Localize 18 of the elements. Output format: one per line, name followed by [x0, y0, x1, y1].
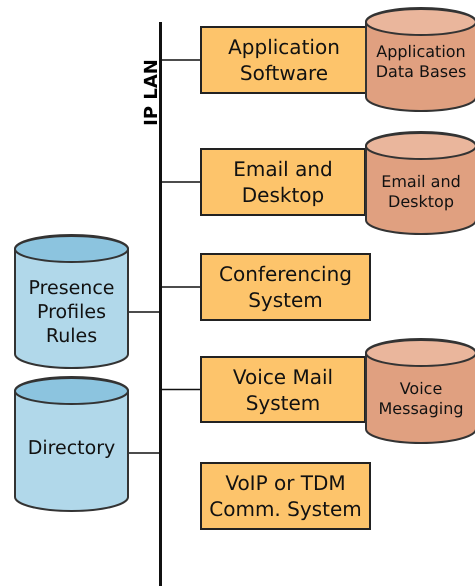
database-label: Application Data Bases: [374, 42, 468, 82]
connector-line: [129, 311, 159, 313]
system-box: Email and Desktop: [200, 148, 366, 216]
network-line: [159, 22, 162, 586]
database-label: Directory: [26, 437, 116, 461]
system-box: VoIP or TDM Comm. System: [200, 462, 371, 530]
database-label: Email and Desktop: [380, 172, 462, 212]
connector-line: [162, 59, 200, 61]
database-label: Presence Profiles Rules: [28, 277, 116, 348]
network-label: IP LAN: [140, 58, 162, 126]
connector-line: [162, 286, 200, 288]
connector-line: [162, 388, 200, 390]
system-box: Conferencing System: [200, 253, 371, 321]
system-box: Application Software: [200, 26, 368, 94]
database-label: Voice Messaging: [377, 379, 465, 419]
connector-line: [129, 452, 159, 454]
connector-line: [162, 181, 200, 183]
system-box: Voice Mail System: [200, 356, 366, 423]
